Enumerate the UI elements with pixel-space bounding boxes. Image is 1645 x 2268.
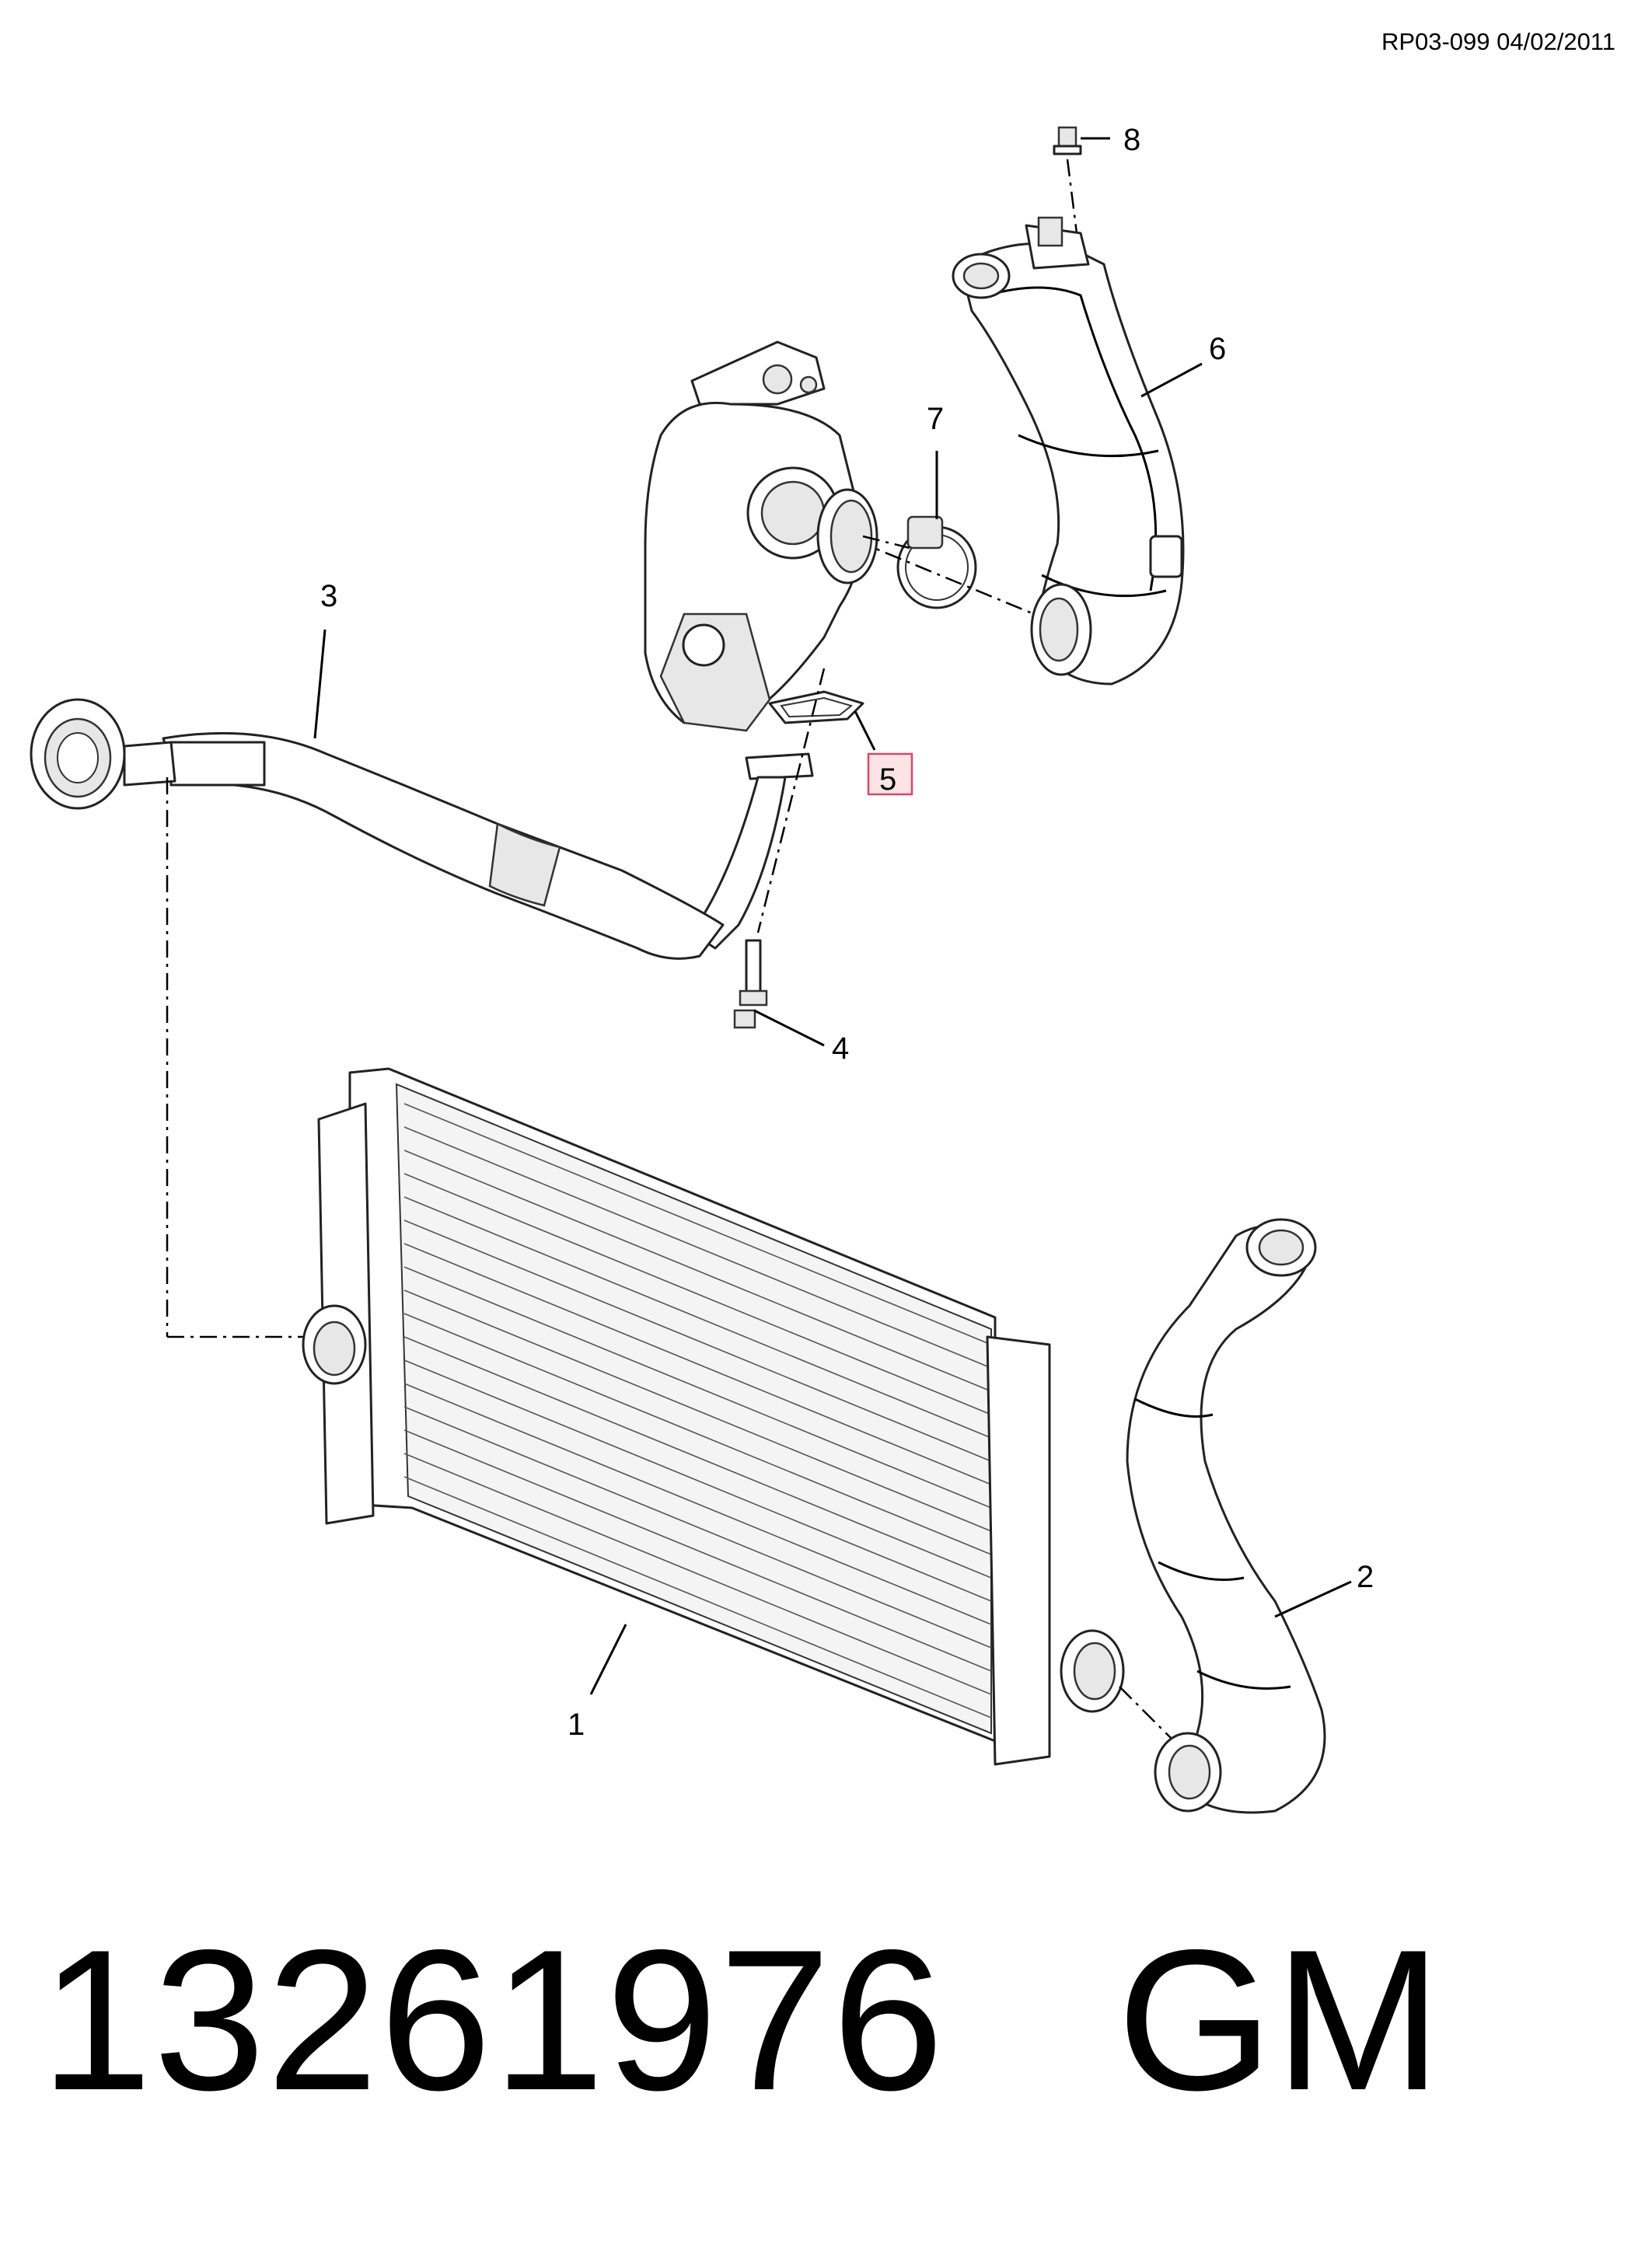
callout-2: 2	[1357, 1560, 1374, 1594]
turbocharger-assembly	[644, 340, 910, 732]
callout-labels: 1 2 3 4 5 6 7 8	[320, 123, 1374, 1742]
callout-5-highlight-box	[867, 752, 913, 796]
intercooler-fins	[403, 1103, 992, 1718]
lower-hose-part-2	[1126, 1218, 1352, 1814]
part-number-title: 13261976 GM	[40, 1907, 1444, 2132]
clamp-part-7	[854, 451, 1035, 616]
connector-pipe-part-4	[690, 668, 826, 1047]
callout-6: 6	[1209, 332, 1226, 366]
callout-4: 4	[832, 1031, 849, 1066]
callout-7: 7	[927, 402, 944, 436]
diagram-reference: RP03-099 04/02/2011	[1381, 28, 1615, 55]
callout-5: 5	[879, 762, 896, 797]
gasket-part-5	[768, 690, 913, 796]
intercooler-part-1	[302, 1067, 1175, 1766]
upper-hose-part-6	[952, 216, 1203, 686]
callout-1: 1	[568, 1708, 585, 1742]
callout-8: 8	[1123, 123, 1140, 157]
intake-hose-part-3	[30, 629, 725, 1338]
bolt-part-8	[1053, 126, 1110, 234]
callout-3: 3	[320, 579, 337, 613]
